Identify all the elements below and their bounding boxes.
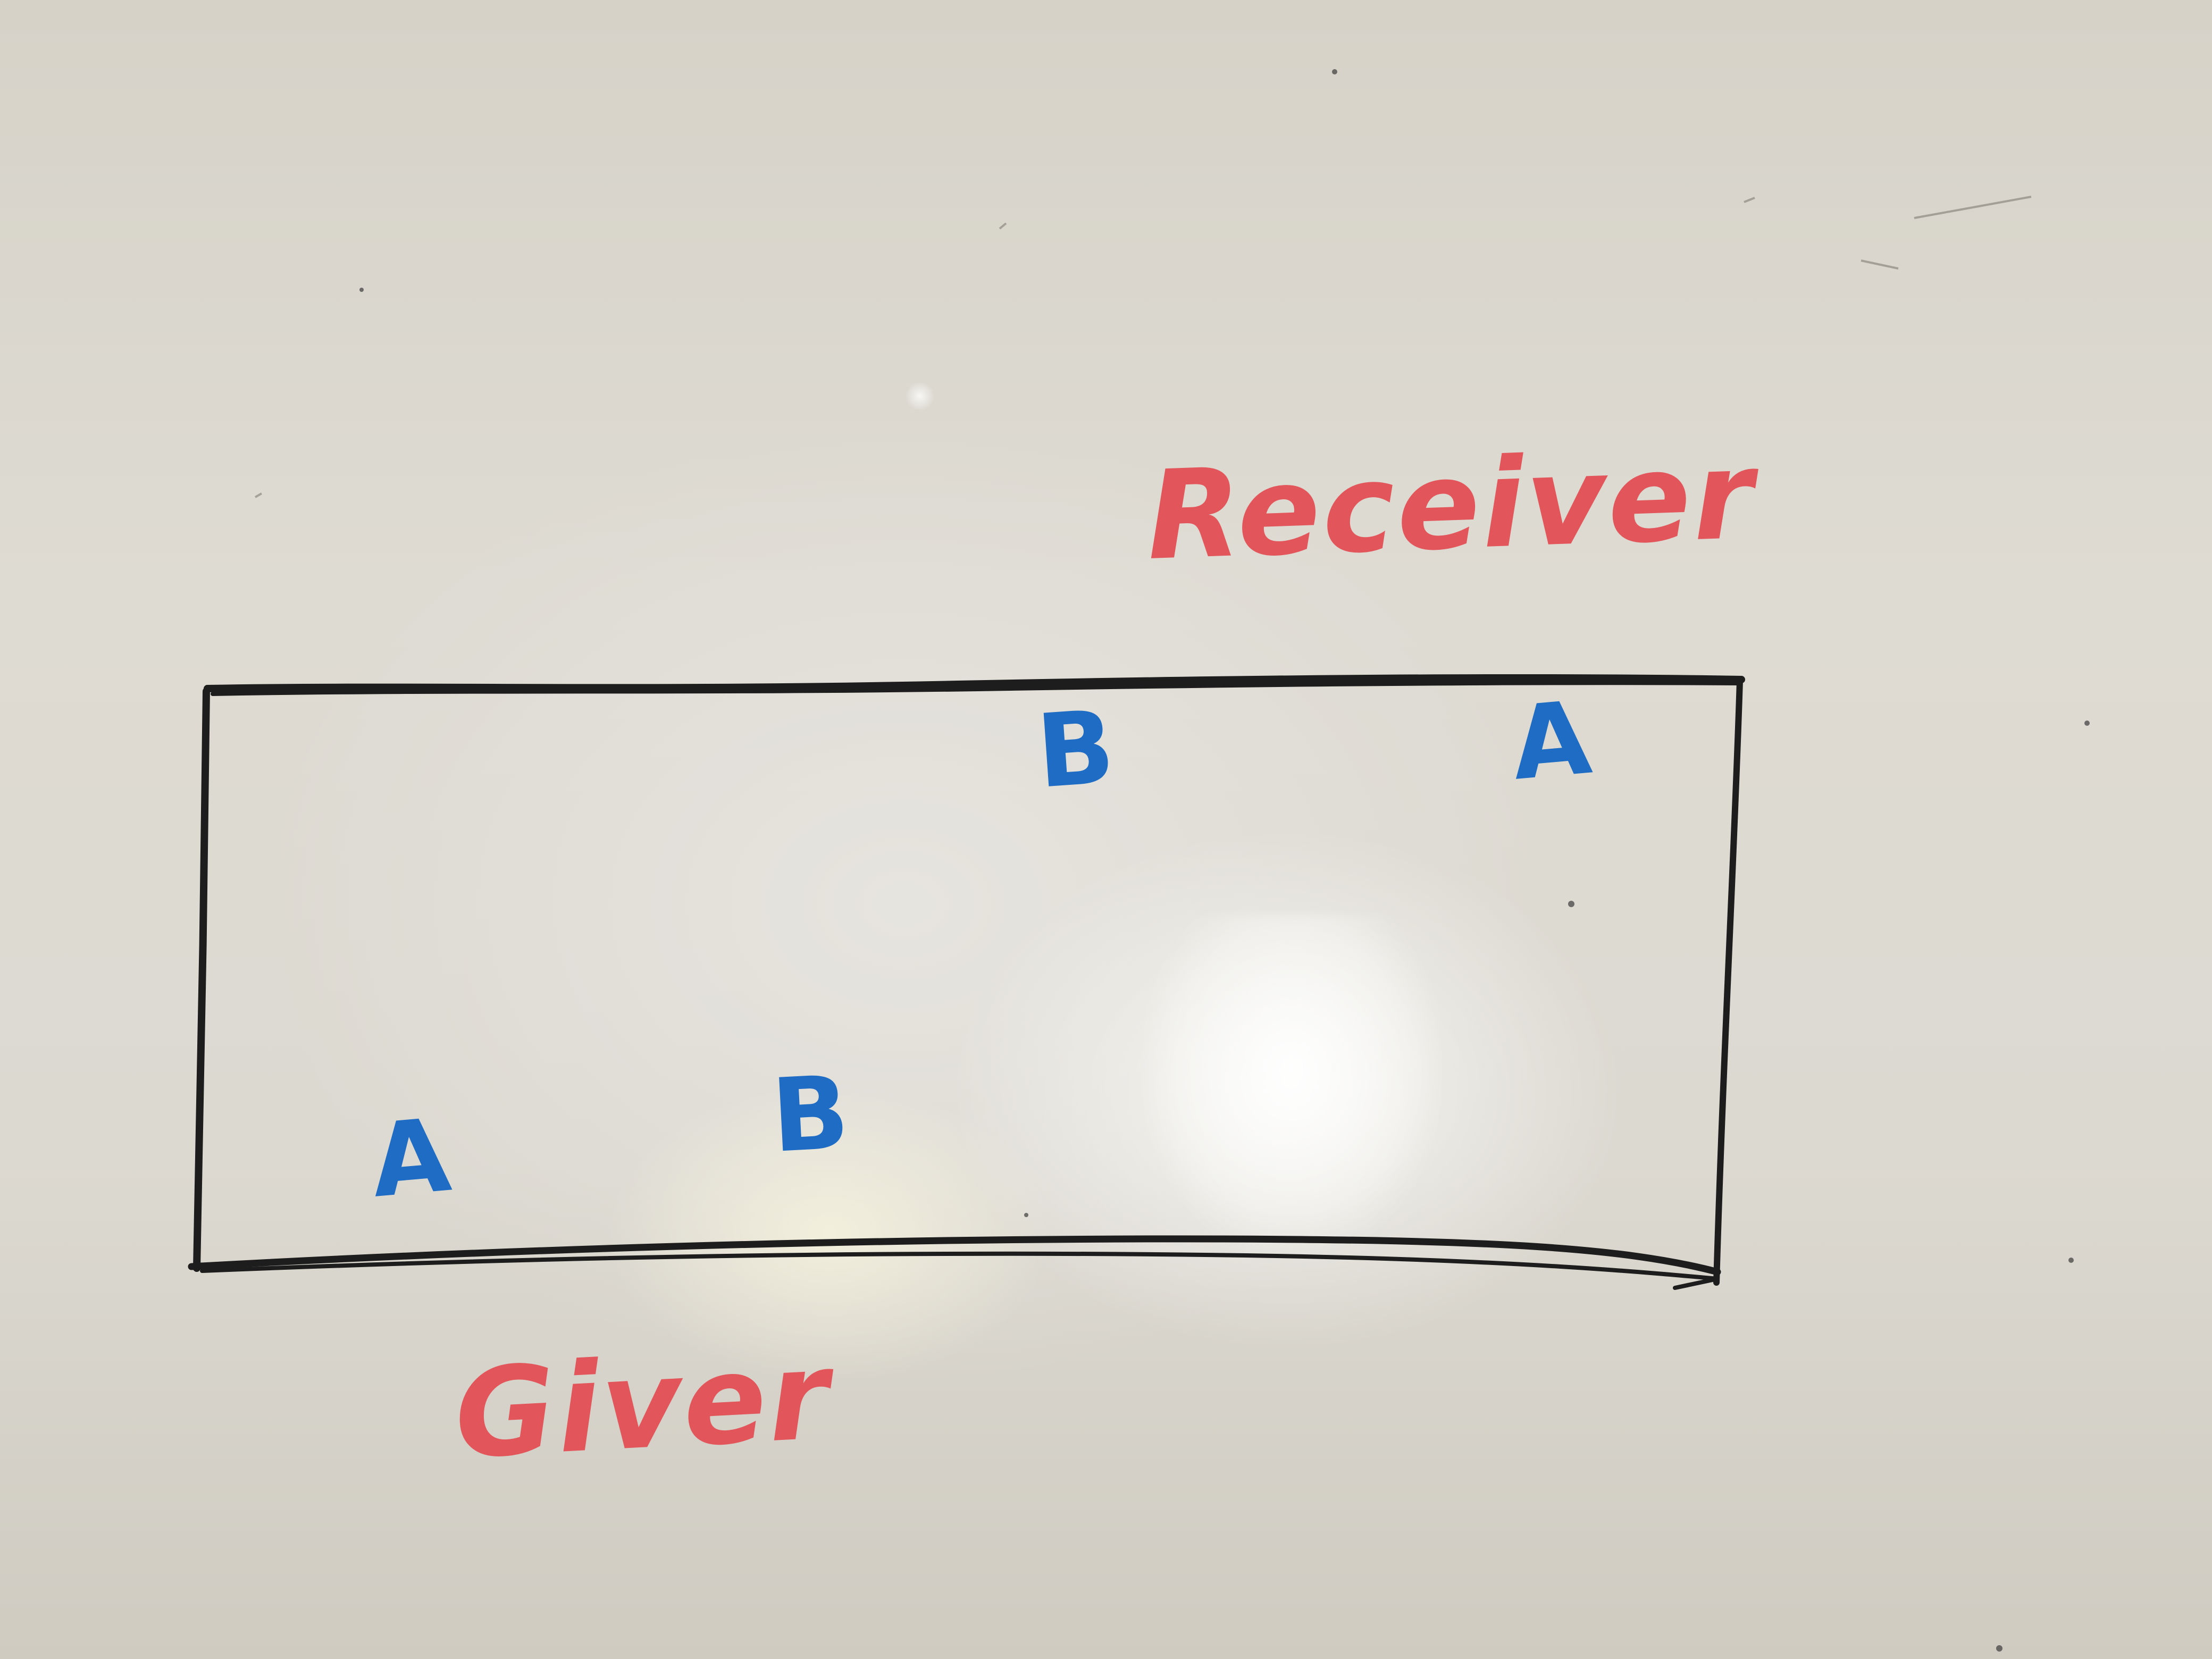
point-b-receiver: B — [1033, 688, 1118, 811]
point-a-giver: A — [367, 1096, 455, 1220]
box-right-edge — [1713, 677, 1743, 1286]
point-b-giver: B — [769, 1054, 852, 1175]
box-top-edge — [204, 674, 1745, 692]
light-reflection — [904, 383, 936, 409]
board-specks — [359, 69, 2090, 1652]
box-top-edge-overdraw — [211, 681, 1741, 696]
rectangle-box — [188, 674, 1745, 1290]
receiver-label: Receiver — [1145, 424, 1762, 588]
box-left-edge — [193, 688, 210, 1272]
point-a-receiver: A — [1507, 679, 1596, 803]
box-bottom-edge — [188, 1235, 1721, 1276]
light-glare — [1143, 915, 1441, 1255]
giver-label: Giver — [451, 1325, 839, 1486]
box-bottom-edge-overdraw — [200, 1251, 1720, 1290]
board-scratches — [254, 196, 2032, 498]
